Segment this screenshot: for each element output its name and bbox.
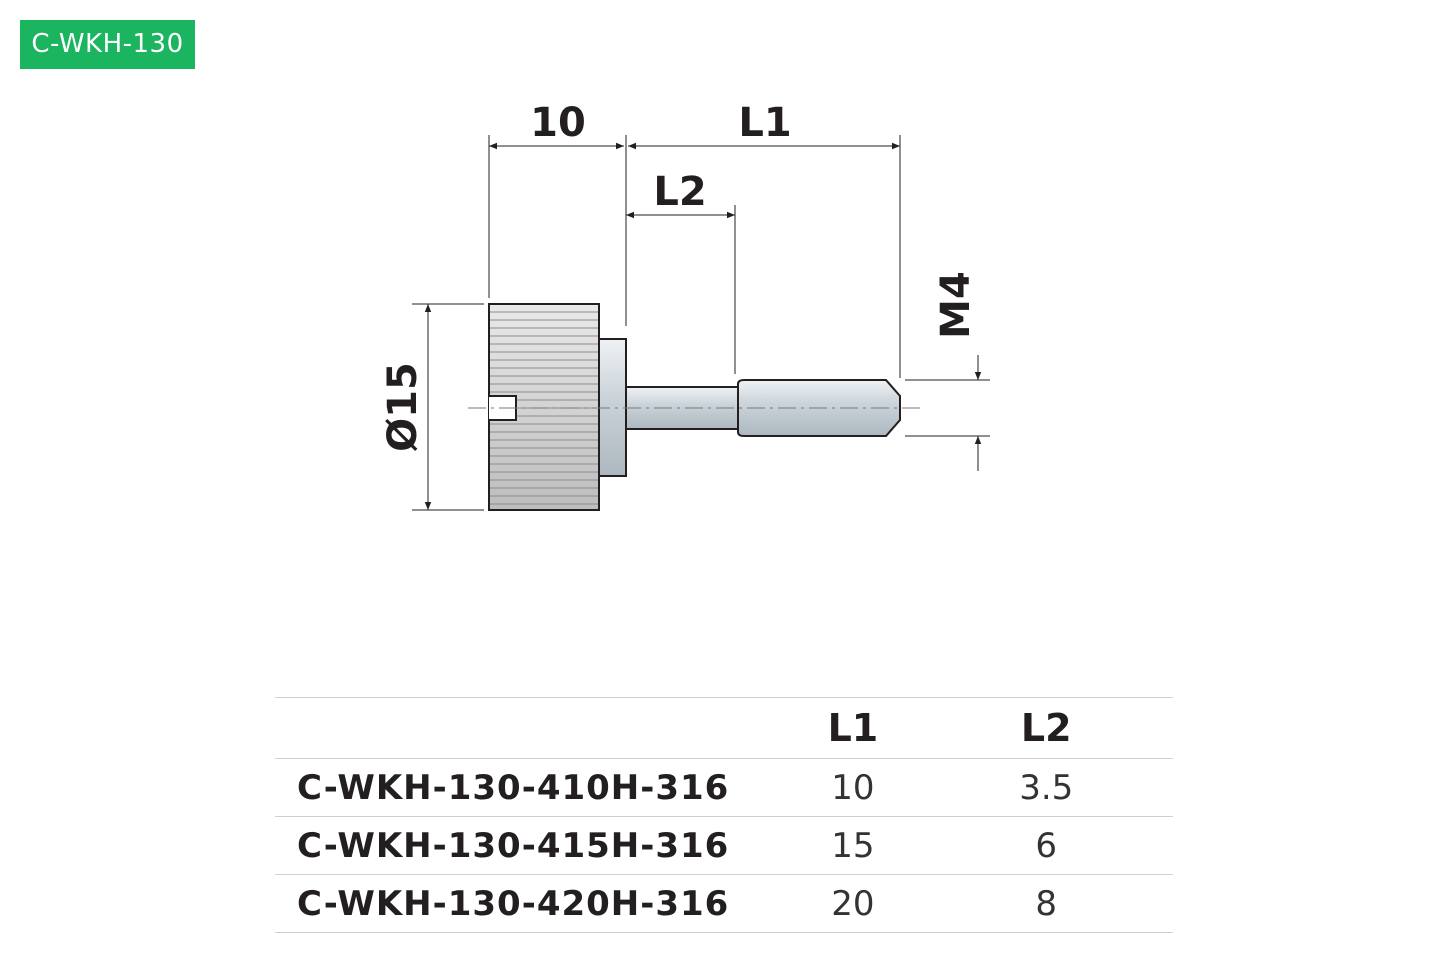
model-cell: C-WKH-130-420H-316 [275,874,787,933]
product-series-badge: C-WKH-130 [20,20,195,69]
dim-l1-label: L1 [738,100,791,146]
dim-l2-label: L2 [653,169,706,215]
l2-cell: 6 [919,816,1173,875]
l2-cell: 3.5 [919,758,1173,817]
l1-cell: 15 [786,816,920,875]
table-row: C-WKH-130-420H-316 20 8 [275,874,1173,933]
model-cell: C-WKH-130-410H-316 [275,758,787,817]
model-cell: C-WKH-130-415H-316 [275,816,787,875]
header-l1: L1 [786,697,920,759]
l1-cell: 10 [786,758,920,817]
dim-head-length-label: 10 [530,100,586,146]
l2-cell: 8 [919,874,1173,933]
header-l2: L2 [919,697,1173,759]
header-model [275,697,787,759]
table-row: C-WKH-130-415H-316 15 6 [275,816,1173,875]
knurled-head [488,303,600,511]
dimension-lines [424,142,982,510]
l1-cell: 20 [786,874,920,933]
table-header-row: L1 L2 [275,697,1173,759]
dim-diameter-label: Ø15 [380,362,426,452]
dim-thread-label: M4 [933,271,979,339]
spec-table: L1 L2 C-WKH-130-410H-316 10 3.5 C-WKH-13… [275,697,1173,933]
table-row: C-WKH-130-410H-316 10 3.5 [275,758,1173,817]
